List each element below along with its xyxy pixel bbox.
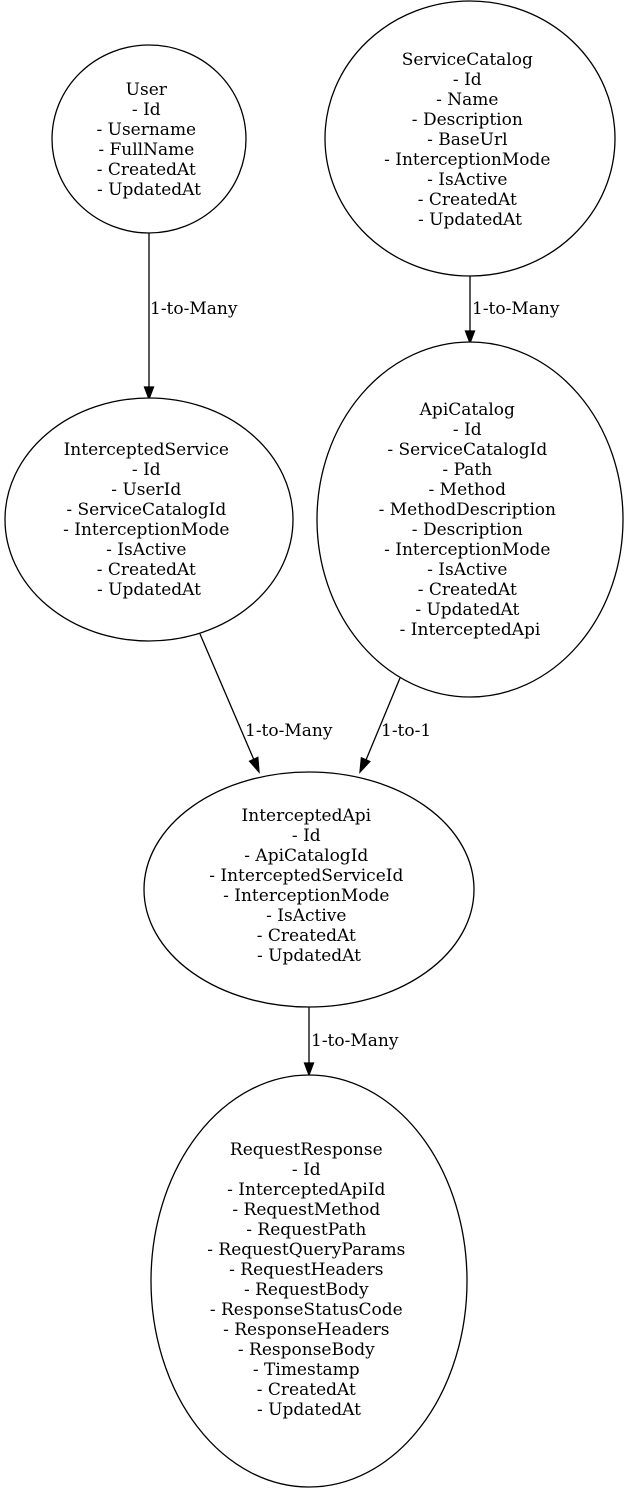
node-shape (51, 44, 247, 234)
edge-intercepted-api-to-request-response: 1-to-Many (303, 1007, 399, 1077)
node-label: ApiCatalog - Id - ServiceCatalogId - Pat… (379, 400, 562, 640)
node-shape (316, 341, 624, 698)
edge-intercepted-service-to-intercepted-api: 1-to-Many (199, 633, 333, 774)
edge-line (199, 633, 255, 761)
node-shape (150, 1074, 468, 1488)
arrowhead-icon (143, 386, 155, 401)
node-intercepted-api: InterceptedApi - Id - ApiCatalogId - Int… (143, 771, 475, 1008)
edge-label: 1-to-Many (311, 1031, 399, 1051)
edge-api-catalog-to-intercepted-api: 1-to-1 (359, 677, 431, 774)
node-service-catalog: ServiceCatalog - Id - Name - Description… (324, 0, 616, 277)
node-label: RequestResponse - Id - InterceptedApiId … (207, 1140, 410, 1420)
node-label: InterceptedService - Id - UserId - Servi… (63, 440, 235, 600)
edge-label: 1-to-Many (472, 299, 560, 319)
edge-line (365, 677, 401, 761)
edge-label: 1-to-1 (381, 721, 431, 741)
edge-user-to-intercepted-service: 1-to-Many (143, 232, 238, 401)
node-api-catalog: ApiCatalog - Id - ServiceCatalogId - Pat… (316, 341, 624, 698)
arrowhead-icon (359, 756, 371, 774)
node-label: User - Id - Username - FullName - Create… (96, 80, 201, 200)
node-label: InterceptedApi - Id - ApiCatalogId - Int… (209, 806, 409, 966)
node-user: User - Id - Username - FullName - Create… (51, 44, 247, 234)
node-intercepted-service: InterceptedService - Id - UserId - Servi… (4, 397, 294, 642)
node-request-response: RequestResponse - Id - InterceptedApiId … (150, 1074, 468, 1488)
arrowhead-icon (248, 756, 260, 774)
node-shape (4, 397, 294, 642)
edge-label: 1-to-Many (245, 721, 333, 741)
edge-service-catalog-to-api-catalog: 1-to-Many (464, 276, 560, 345)
edge-label: 1-to-Many (150, 299, 238, 319)
arrowhead-icon (303, 1062, 315, 1077)
node-shape (143, 771, 475, 1008)
node-shape (324, 0, 616, 277)
node-label: ServiceCatalog - Id - Name - Description… (384, 50, 556, 230)
arrowhead-icon (464, 330, 476, 345)
